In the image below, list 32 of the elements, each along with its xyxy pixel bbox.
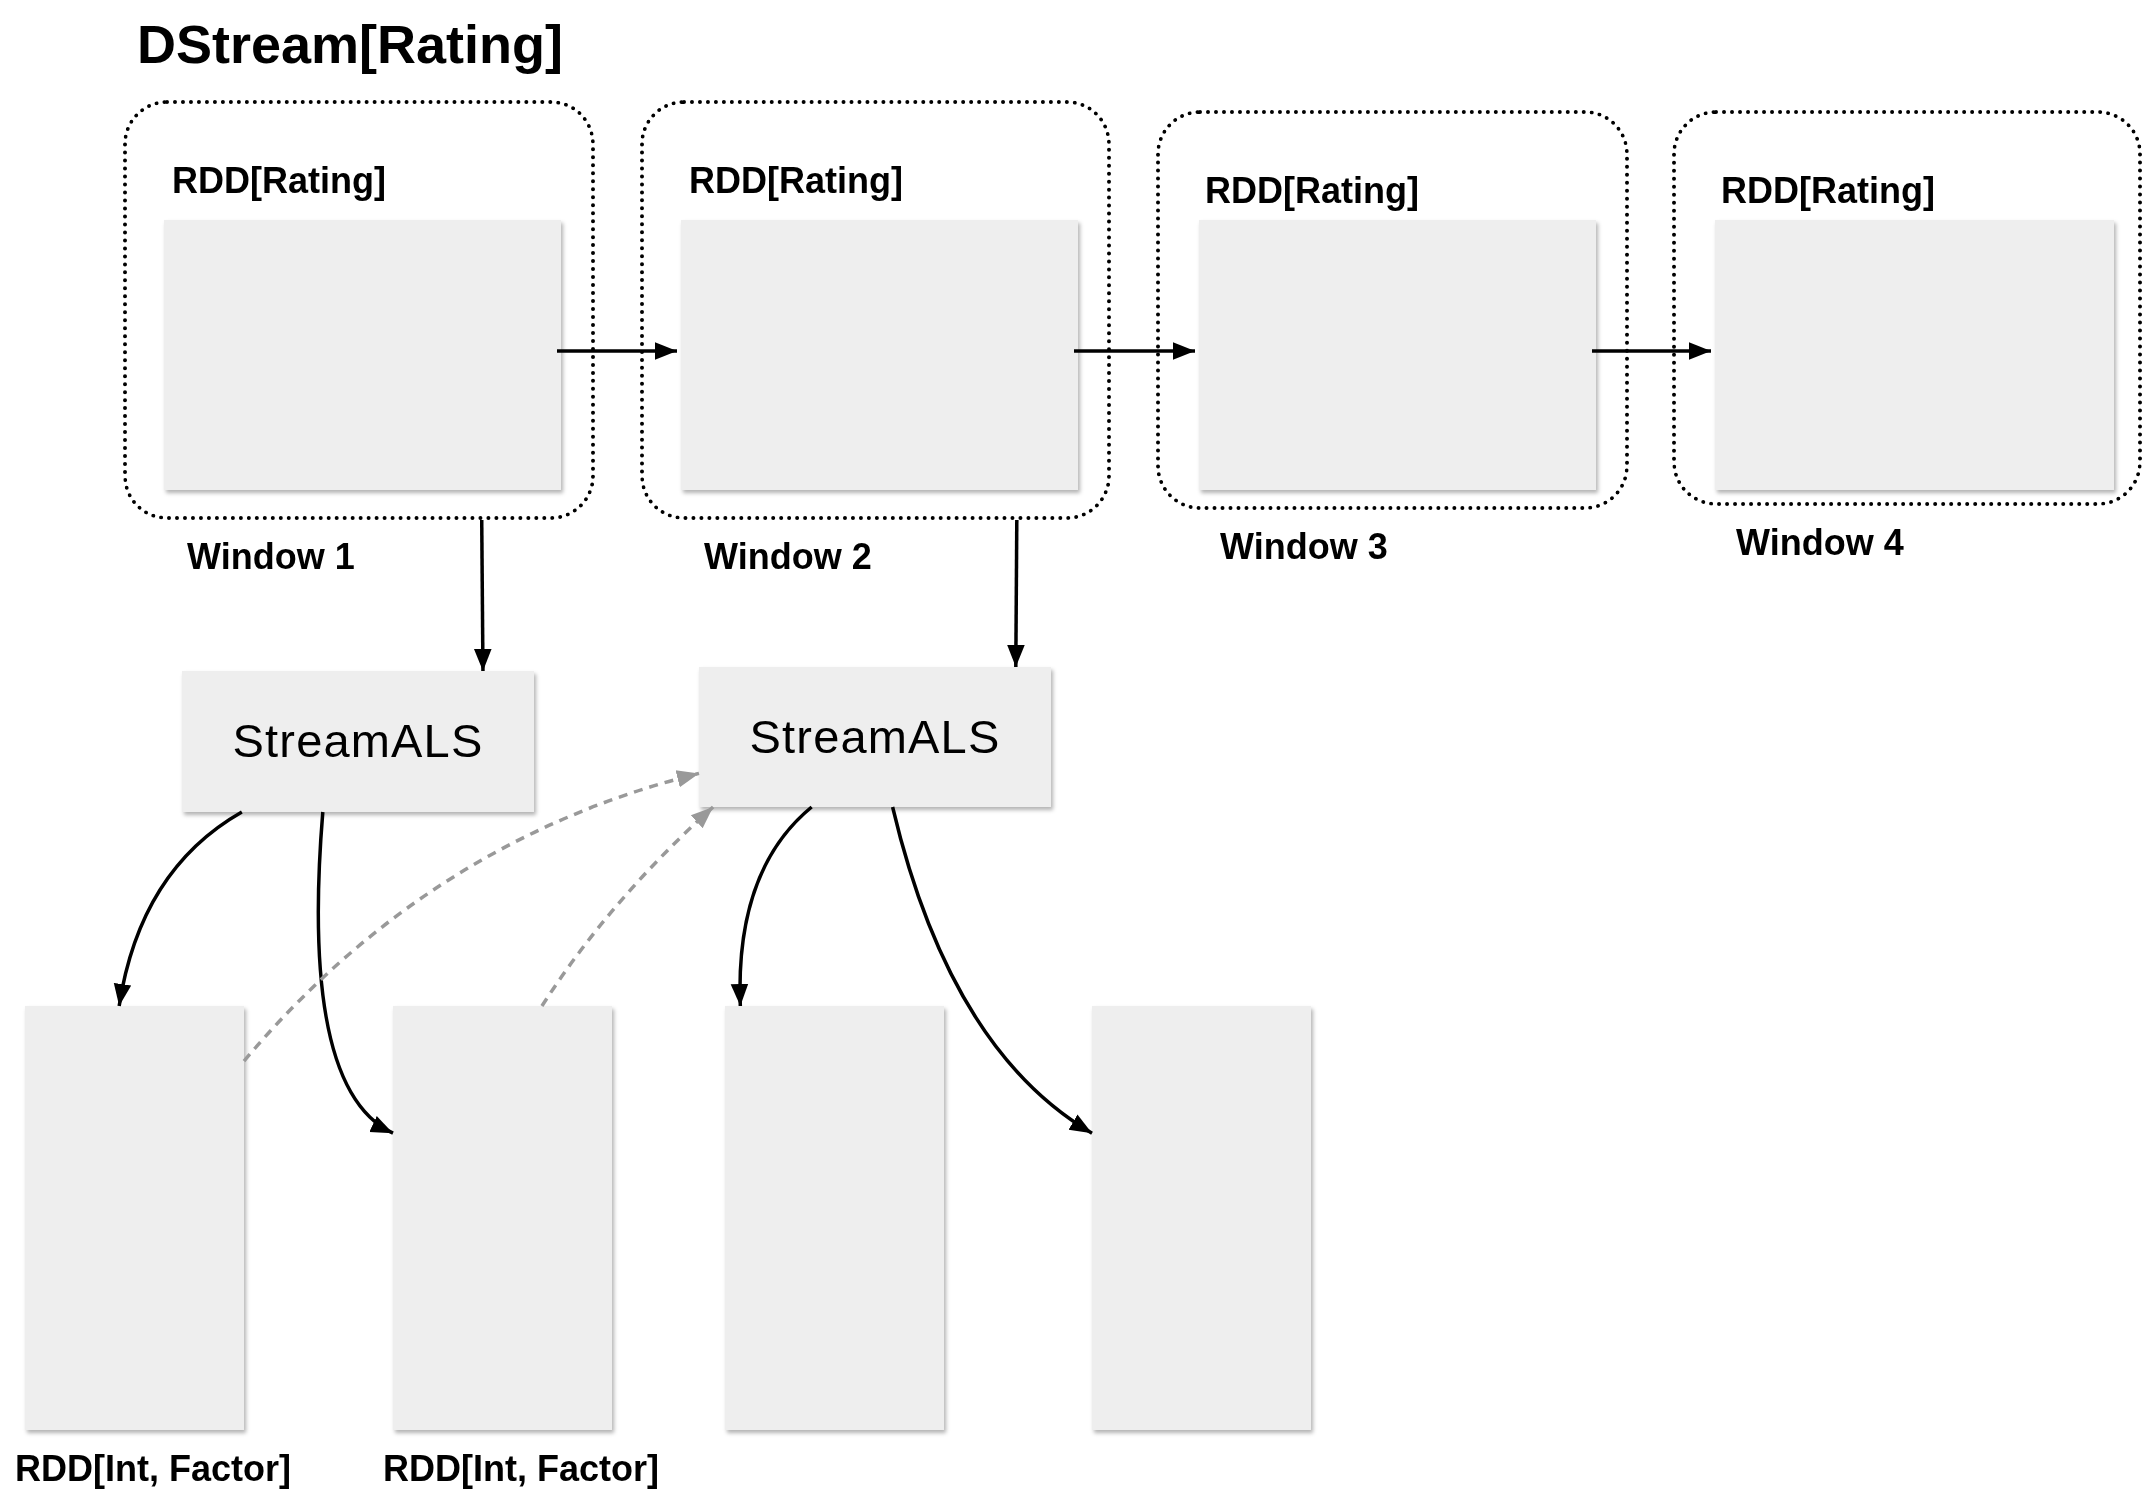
- arrow: [731, 805, 813, 1007]
- process-label: StreamALS: [232, 713, 484, 770]
- rdd-heading: RDD[Rating]: [689, 159, 903, 203]
- arrow: [316, 811, 394, 1135]
- data-panel: [681, 220, 1078, 490]
- rdd-heading: RDD[Rating]: [1721, 169, 1935, 213]
- arrow: [1592, 342, 1711, 360]
- arrow: [114, 810, 243, 1007]
- data-block: [1092, 1006, 1311, 1430]
- rdd-heading: RDD[Rating]: [1205, 169, 1419, 213]
- diagram-title: DStream[Rating]: [137, 13, 564, 76]
- block-label: RDD[Int, Factor]: [15, 1447, 291, 1490]
- arrow: [474, 520, 492, 671]
- arrow: [557, 342, 677, 360]
- process-label: StreamALS: [749, 708, 1001, 765]
- arrow: [1007, 520, 1025, 667]
- data-panel: [1199, 220, 1596, 490]
- window-label: Window 4: [1736, 521, 1904, 565]
- arrow: [242, 770, 700, 1063]
- arrow: [890, 806, 1093, 1135]
- window-label: Window 3: [1220, 525, 1388, 569]
- rdd-heading: RDD[Rating]: [172, 159, 386, 203]
- arrow: [1074, 342, 1195, 360]
- data-panel: [164, 220, 561, 490]
- block-label: RDD[Int, Factor]: [383, 1447, 659, 1490]
- window-label: Window 1: [187, 535, 355, 579]
- data-block: [725, 1006, 944, 1430]
- process-box: [182, 671, 534, 812]
- data-panel: [1715, 220, 2114, 490]
- arrow: [540, 805, 715, 1007]
- window-label: Window 2: [704, 535, 872, 579]
- process-box: [699, 667, 1051, 807]
